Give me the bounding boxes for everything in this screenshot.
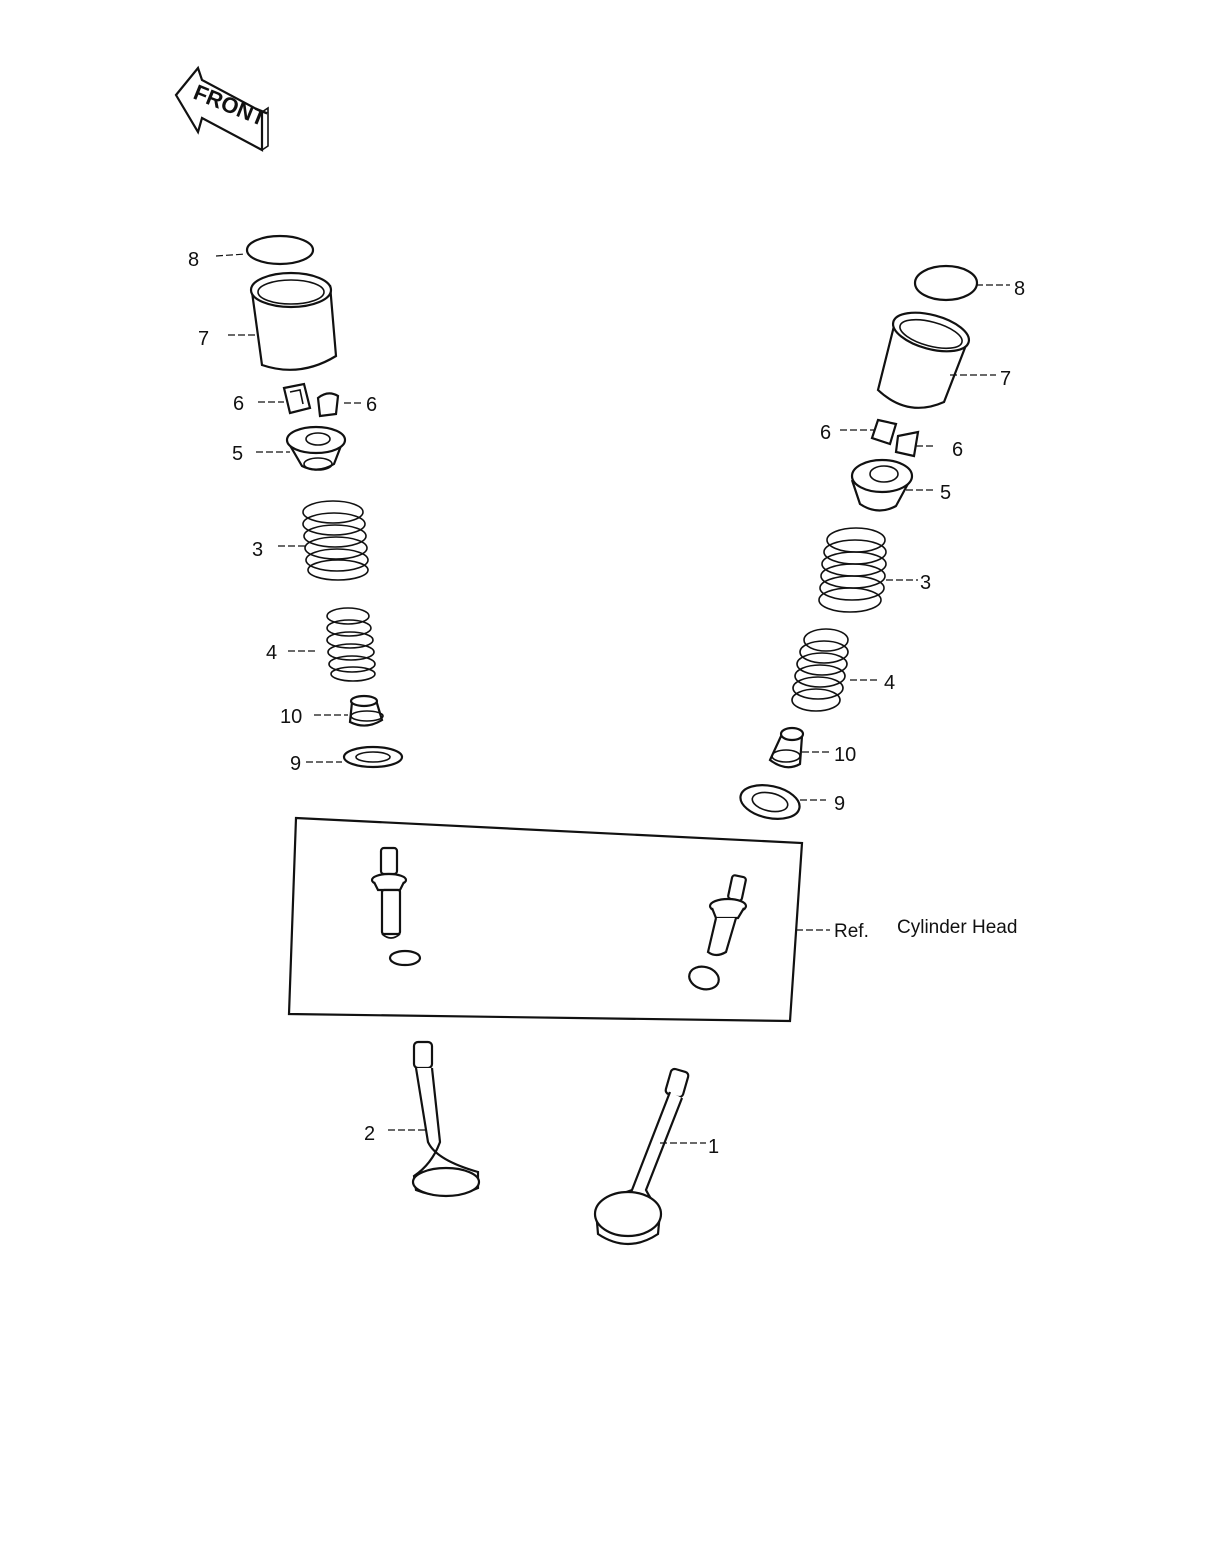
callout-2: 2 (364, 1123, 375, 1145)
callout-6a-right: 6 (820, 422, 831, 444)
front-arrow-icon: FRONT (174, 65, 270, 152)
callout-1: 1 (708, 1136, 719, 1158)
stem-seal-right (768, 726, 805, 769)
shim-right (913, 264, 979, 302)
valve-2 (411, 1040, 481, 1198)
callout-7-right: 7 (1000, 368, 1011, 390)
collet-right-a (870, 418, 898, 446)
collet-left-a (282, 382, 312, 415)
tappet-left (249, 271, 338, 371)
shim-left (245, 234, 315, 266)
spring-seat-right (739, 784, 801, 820)
callout-10-right: 10 (834, 744, 856, 766)
spring-retainer-left (285, 425, 347, 471)
spring-retainer-right (850, 458, 914, 512)
callout-3-left: 3 (252, 539, 263, 561)
inner-spring-right (791, 628, 849, 712)
callout-6a-left: 6 (233, 393, 244, 415)
valve-1 (593, 1067, 690, 1245)
collet-left-b (316, 392, 340, 418)
callout-4-right: 4 (884, 672, 895, 694)
outer-spring-left (302, 500, 369, 581)
callout-10-left: 10 (280, 706, 302, 728)
callout-6b-right: 6 (952, 439, 963, 461)
callout-4-left: 4 (266, 642, 277, 664)
callout-6b-left: 6 (366, 394, 377, 416)
callout-9-left: 9 (290, 753, 301, 775)
guide-o-ring-right (688, 965, 720, 991)
valve-guide-left (370, 846, 408, 939)
inner-spring-left (326, 607, 376, 682)
valve-guide-right (706, 874, 748, 957)
tappet-right (876, 311, 971, 409)
collet-right-b (894, 430, 920, 458)
callout-3-right: 3 (920, 572, 931, 594)
cylinder-head-reference-box (287, 816, 804, 1023)
reference-cylinder-head: Cylinder Head (897, 917, 1017, 938)
callout-8-left: 8 (188, 249, 199, 271)
outer-spring-right (818, 527, 887, 613)
callout-7-left: 7 (198, 328, 209, 350)
spring-seat-left (342, 745, 404, 769)
reference-prefix: Ref. (834, 921, 869, 942)
callout-9-right: 9 (834, 793, 845, 815)
callout-5-left: 5 (232, 443, 243, 465)
callout-5-right: 5 (940, 482, 951, 504)
stem-seal-left (348, 694, 384, 727)
callout-8-right: 8 (1014, 278, 1025, 300)
guide-o-ring-left (388, 949, 422, 967)
